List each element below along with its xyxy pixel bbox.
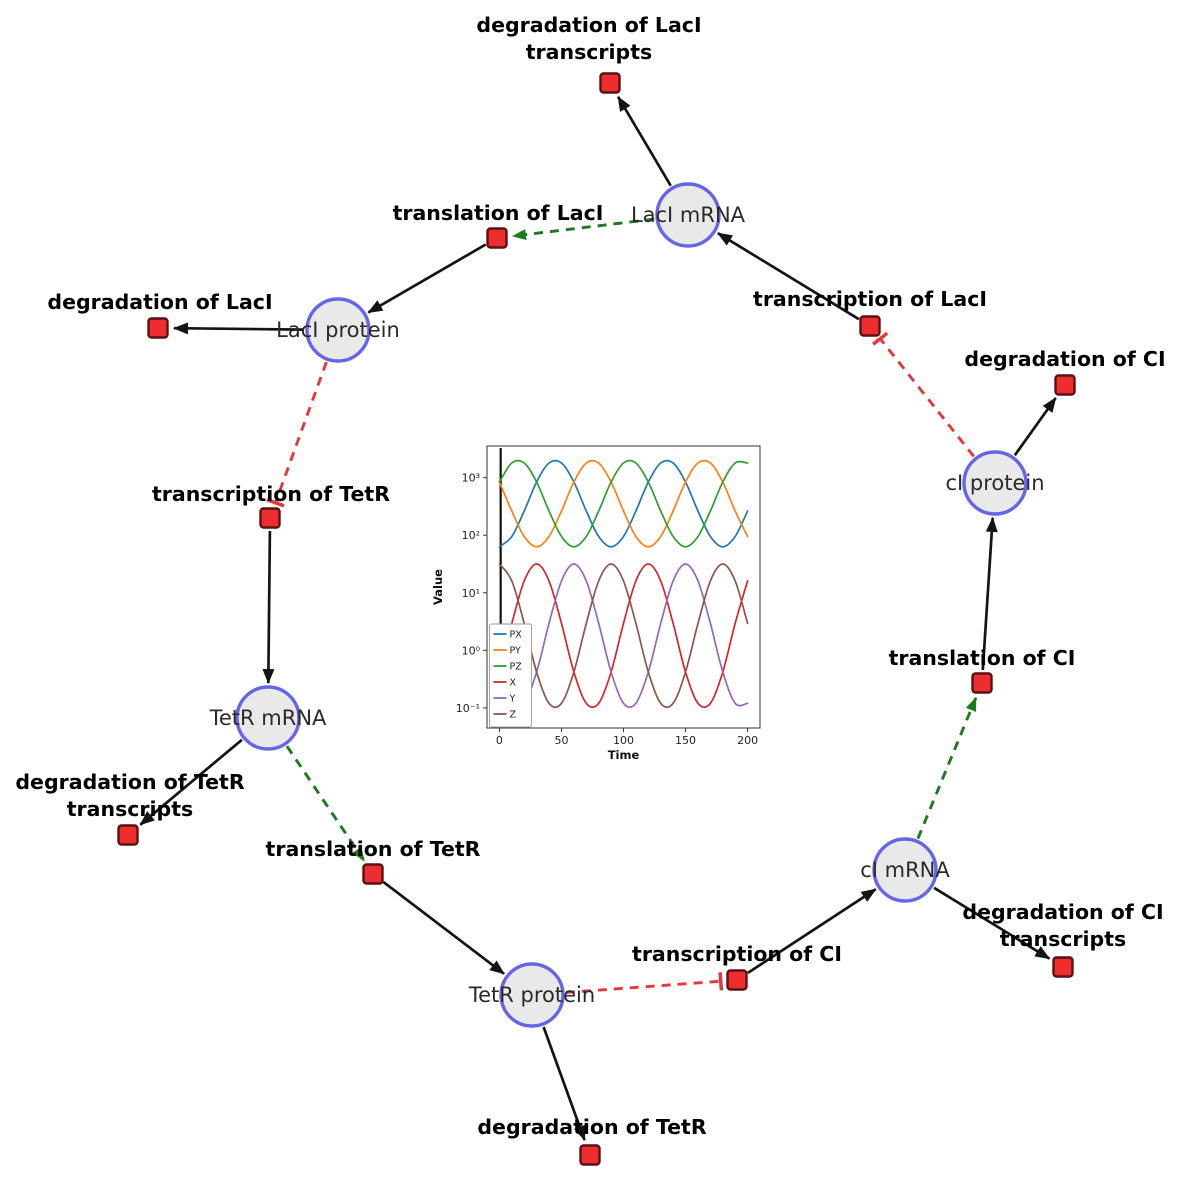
species-node-tetr_mrna bbox=[235, 685, 301, 751]
edge-consumption bbox=[933, 886, 1051, 960]
edge-catalysis bbox=[916, 696, 978, 840]
reaction-label-deg_laci: degradation of LacI bbox=[47, 290, 272, 314]
edge-catalysis bbox=[285, 745, 366, 862]
species-label-laci_mrna: LacI mRNA bbox=[631, 203, 746, 227]
x-axis-title: Time bbox=[608, 748, 640, 762]
x-tick-label: 200 bbox=[737, 734, 758, 747]
legend-label-Z: Z bbox=[510, 710, 517, 721]
species-label-tetr_mrna: TetR mRNA bbox=[209, 706, 327, 730]
edge-consumption bbox=[542, 1026, 586, 1141]
reaction-node-transl_laci bbox=[486, 227, 508, 249]
reaction-label-deg_tetr: degradation of TetR bbox=[477, 1115, 706, 1139]
edge-production bbox=[367, 243, 487, 314]
reaction-label-transl_laci: translation of LacI bbox=[393, 201, 604, 225]
x-tick-label: 100 bbox=[613, 734, 634, 747]
legend-label-X: X bbox=[510, 678, 517, 689]
series-line-PY bbox=[498, 459, 749, 548]
edges-layer bbox=[139, 95, 1057, 1141]
species-node-ci_mrna bbox=[872, 837, 938, 903]
series-layer bbox=[498, 459, 749, 709]
legend-label-PZ: PZ bbox=[510, 662, 523, 673]
series-line-X bbox=[498, 563, 749, 709]
y-tick-label: 10³ bbox=[462, 472, 480, 485]
series-line-PX bbox=[498, 459, 749, 548]
legend-label-PY: PY bbox=[510, 646, 522, 657]
reaction-node-deg_tetr_tx bbox=[117, 824, 139, 846]
edge-production bbox=[981, 516, 998, 671]
reaction-label-deg_ci_tx-line1: degradation of CI bbox=[962, 900, 1163, 924]
reaction-node-deg_laci_tx bbox=[599, 72, 621, 94]
series-line-Z bbox=[498, 563, 749, 709]
y-tick-label: 10⁰ bbox=[462, 644, 481, 657]
reaction-label-deg_laci_tx-line2: transcripts bbox=[526, 40, 653, 64]
legend-label-PX: PX bbox=[510, 630, 523, 641]
reaction-node-deg_ci_tx bbox=[1052, 956, 1074, 978]
legend-label-Y: Y bbox=[509, 694, 516, 705]
reaction-label-deg_ci: degradation of CI bbox=[964, 347, 1165, 371]
series-line-Y bbox=[498, 563, 749, 709]
reaction-label-transl_ci: translation of CI bbox=[889, 646, 1076, 670]
reaction-node-txn_ci bbox=[726, 969, 748, 991]
reaction-label-deg_tetr_tx-line1: degradation of TetR bbox=[15, 770, 244, 794]
reaction-label-transl_tetr: translation of TetR bbox=[266, 837, 481, 861]
edge-consumption bbox=[139, 738, 243, 826]
species-node-laci_protein bbox=[305, 297, 371, 363]
edge-production bbox=[717, 232, 860, 321]
reaction-node-deg_ci bbox=[1054, 374, 1076, 396]
reaction-label-txn_tetr: transcription of TetR bbox=[152, 482, 390, 506]
reaction-label-txn_ci: transcription of CI bbox=[632, 942, 842, 966]
reaction-label-txn_laci: transcription of LacI bbox=[753, 287, 987, 311]
species-label-ci_protein: cI protein bbox=[945, 471, 1044, 495]
species-node-tetr_protein bbox=[499, 962, 565, 1028]
x-tick-label: 150 bbox=[675, 734, 696, 747]
reaction-node-txn_laci bbox=[859, 315, 881, 337]
reaction-label-deg_laci_tx-line1: degradation of LacI bbox=[476, 13, 701, 37]
edge-catalysis bbox=[511, 217, 655, 241]
reaction-node-transl_ci bbox=[971, 672, 993, 694]
x-tick-label: 0 bbox=[496, 734, 503, 747]
reaction-node-deg_laci bbox=[147, 317, 169, 339]
y-tick-label: 10² bbox=[462, 529, 480, 542]
edge-consumption bbox=[616, 95, 672, 187]
edge-inhibition bbox=[872, 331, 975, 458]
reaction-label-deg_tetr_tx-line2: transcripts bbox=[67, 797, 194, 821]
edge-production bbox=[382, 880, 505, 975]
edge-consumption bbox=[1013, 397, 1057, 457]
edge-consumption bbox=[173, 322, 305, 335]
reaction-label-deg_ci_tx-line2: transcripts bbox=[1000, 927, 1127, 951]
edge-production bbox=[262, 530, 275, 684]
reaction-node-deg_tetr bbox=[579, 1144, 601, 1166]
species-label-tetr_protein: TetR protein bbox=[468, 983, 595, 1007]
reaction-node-transl_tetr bbox=[362, 863, 384, 885]
x-tick-label: 50 bbox=[554, 734, 568, 747]
reaction-node-txn_tetr bbox=[259, 507, 281, 529]
edge-inhibition bbox=[565, 972, 724, 994]
y-axis-title: Value bbox=[431, 569, 445, 605]
species-label-ci_mrna: cI mRNA bbox=[860, 858, 950, 882]
plot-frame bbox=[486, 445, 761, 729]
y-tick-label: 10¹ bbox=[462, 587, 480, 600]
nodes-layer bbox=[117, 72, 1076, 1166]
y-tick-label: 10⁻¹ bbox=[456, 702, 480, 715]
edge-inhibition bbox=[266, 361, 328, 508]
species-node-ci_protein bbox=[962, 450, 1028, 516]
edge-production bbox=[747, 888, 877, 975]
series-line-PZ bbox=[498, 459, 749, 548]
species-label-laci_protein: LacI protein bbox=[276, 318, 400, 342]
species-node-laci_mrna bbox=[655, 182, 721, 248]
